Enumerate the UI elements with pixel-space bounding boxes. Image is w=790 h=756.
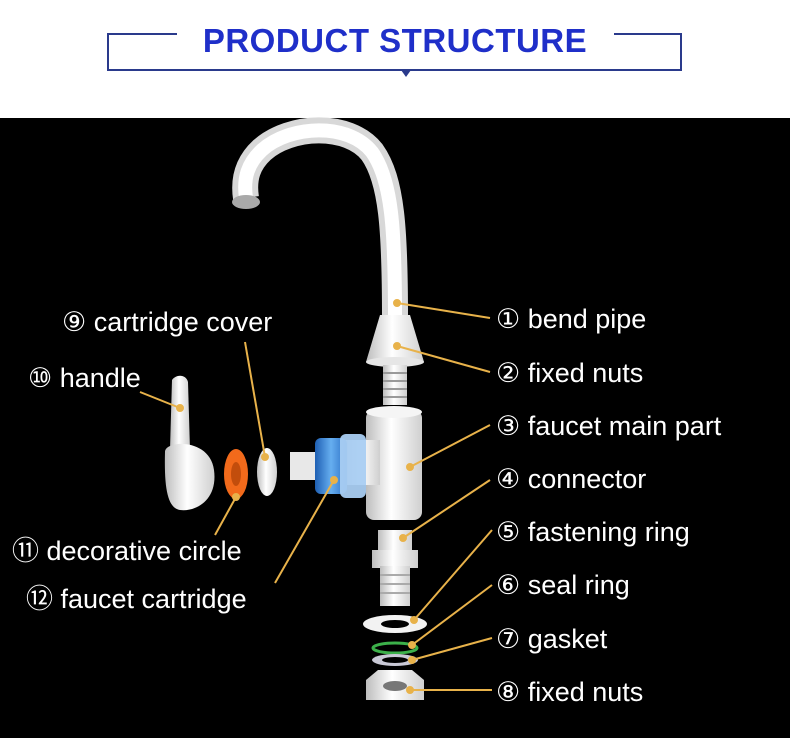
label-gasket: ⑦ gasket xyxy=(496,624,608,654)
fixed-nuts-top-shape xyxy=(366,315,424,367)
fastening-ring-shape xyxy=(363,615,427,633)
decorative-circle-shape xyxy=(224,449,248,499)
bottom-strip xyxy=(0,738,790,756)
frame-bottom xyxy=(107,69,682,71)
frame-top-right xyxy=(614,33,682,35)
label-faucet-cartridge: ⑫ faucet cartridge xyxy=(26,584,247,614)
label-bend-pipe: ① bend pipe xyxy=(496,304,647,334)
frame-top-left xyxy=(107,33,177,35)
threaded-stem-shape xyxy=(383,365,407,405)
bend-pipe-shape xyxy=(232,117,408,319)
label-fixed-nuts-top: ② fixed nuts xyxy=(496,358,644,388)
connector-shape xyxy=(372,530,418,606)
handle-shape xyxy=(164,375,215,511)
seal-ring-shape xyxy=(371,641,419,655)
label-decorative-circle: ⑪ decorative circle xyxy=(12,536,242,566)
gasket-shape xyxy=(372,654,418,666)
label-faucet-main-part: ③ faucet main part xyxy=(496,411,722,441)
label-fixed-nuts-bottom: ⑧ fixed nuts xyxy=(496,677,644,707)
faucet-cartridge-shape xyxy=(290,434,366,498)
label-handle: ⑩ handle xyxy=(28,363,141,393)
leader-lines xyxy=(139,299,493,694)
header: PRODUCT STRUCTURE xyxy=(0,0,790,118)
frame-right xyxy=(680,33,682,70)
label-cartridge-cover: ⑨ cartridge cover xyxy=(62,307,273,337)
label-seal-ring: ⑥ seal ring xyxy=(496,570,630,600)
page-title: PRODUCT STRUCTURE xyxy=(202,22,588,59)
frame-left xyxy=(107,33,109,70)
label-fastening-ring: ⑤ fastening ring xyxy=(496,517,690,547)
cartridge-cover-shape xyxy=(257,448,277,496)
fixed-nuts-bottom-shape xyxy=(366,670,424,700)
frame-notch xyxy=(401,70,411,77)
label-connector: ④ connector xyxy=(496,464,647,494)
